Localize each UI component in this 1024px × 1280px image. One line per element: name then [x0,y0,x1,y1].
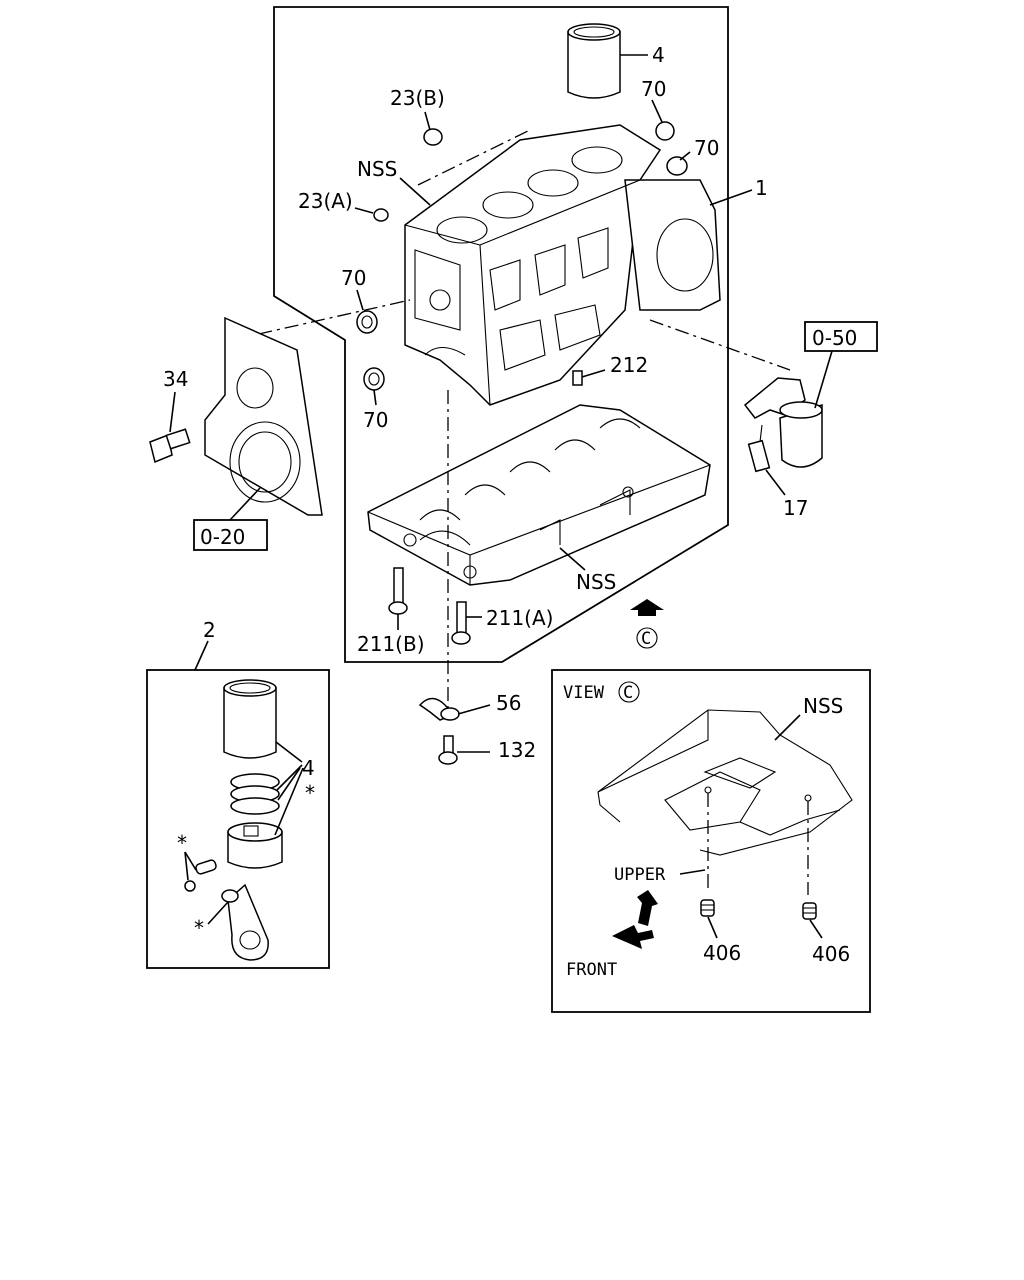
label-34: 34 [163,367,188,391]
label-2: 2 [203,618,216,642]
cylinder-block[interactable] [404,124,721,406]
label-211b: 211(B) [357,632,425,656]
cylinder-liner-box[interactable] [223,679,277,759]
oil-jet-56[interactable] [418,697,460,721]
view-title: VIEW [563,683,605,703]
plug-23a[interactable] [373,208,389,222]
label-70-2: 70 [694,136,719,160]
centerline-23b [417,129,531,186]
cylinder-liner-top[interactable] [567,23,621,99]
label-406-right: 406 [812,942,850,966]
label-70-4: 70 [363,408,388,432]
upper-label: UPPER [614,865,666,885]
view-c-box [551,669,871,1013]
label-4-top: 4 [652,43,665,67]
main-assembly-frame [273,6,729,663]
label-56: 56 [496,691,521,715]
drain-plug-34[interactable] [149,428,191,464]
star-1: * [305,781,315,805]
plug-70-top-1[interactable] [655,121,675,141]
oil-pan-view[interactable] [597,709,853,856]
piston[interactable] [227,822,283,869]
label-0-20: 0-20 [200,525,245,549]
ref-box-0-20[interactable] [193,519,268,551]
piston-rings[interactable] [230,773,280,815]
orientation-arrows [612,890,658,949]
ref-box-0-50[interactable] [804,321,878,352]
label-nss-mid: NSS [576,570,616,594]
piston-pin-and-clip[interactable] [184,859,217,892]
arrow-mark-c: C [641,629,651,649]
front-label: FRONT [566,960,617,980]
lower-crankcase[interactable] [367,404,711,586]
plug-406-right[interactable] [802,902,817,920]
label-nss-top: NSS [357,157,397,181]
label-211a: 211(A) [486,606,553,630]
label-70-1: 70 [641,77,666,101]
oil-pressure-switch-17[interactable] [747,424,771,473]
connecting-rod[interactable] [221,883,269,961]
label-17: 17 [783,496,808,520]
view-direction-arrow: C [630,599,664,649]
dowel-212[interactable] [572,370,583,386]
label-70-3: 70 [341,266,366,290]
bolt-211a[interactable] [451,601,471,645]
label-0-50: 0-50 [812,326,857,350]
star-2: * [177,831,187,855]
plug-70-left-1[interactable] [356,310,378,334]
rear-plate[interactable] [204,316,323,516]
label-1: 1 [755,176,768,200]
piston-assembly-box [146,669,330,969]
label-4-box: 4 [302,756,315,780]
bolt-132[interactable] [438,735,458,765]
view-mark-c: C [623,683,633,703]
label-nss-view: NSS [803,694,843,718]
oil-filter-bracket[interactable] [743,377,823,468]
bolt-211b[interactable] [388,567,408,615]
plug-70-left-2[interactable] [363,367,385,391]
label-132: 132 [498,738,536,762]
label-406-left: 406 [703,941,741,965]
label-23b: 23(B) [390,86,445,110]
centerline-rear-plate [231,299,411,341]
plug-406-left[interactable] [700,899,715,917]
label-212: 212 [610,353,648,377]
star-3: * [194,916,204,940]
centerline-oil-filter [649,319,791,371]
plug-70-top-2[interactable] [666,156,688,176]
label-23a: 23(A) [298,189,353,213]
plug-23b[interactable] [423,128,443,146]
